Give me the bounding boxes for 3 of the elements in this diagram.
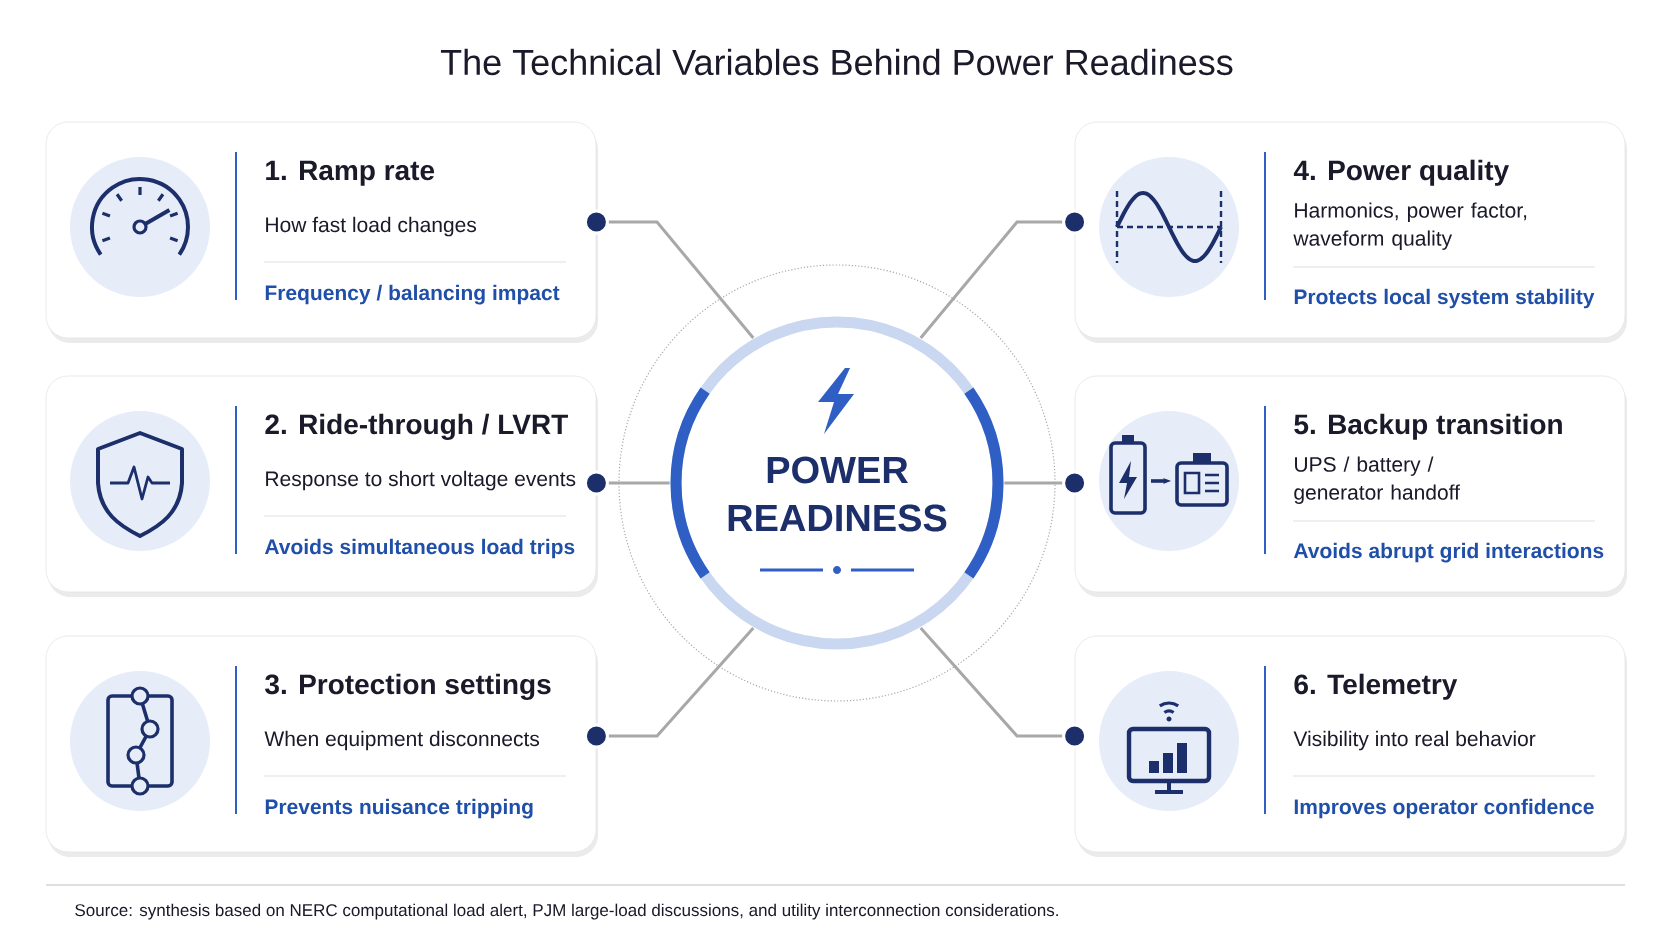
title: The Technical Variables Behind Power Readiness (440, 48, 1233, 76)
center-title: POWER READINESS (728, 456, 947, 532)
source-note: Source: synthesis based on NERC computational load alert, PJM large-load discussions, and utility interconnection considerations. (75, 903, 1058, 920)
